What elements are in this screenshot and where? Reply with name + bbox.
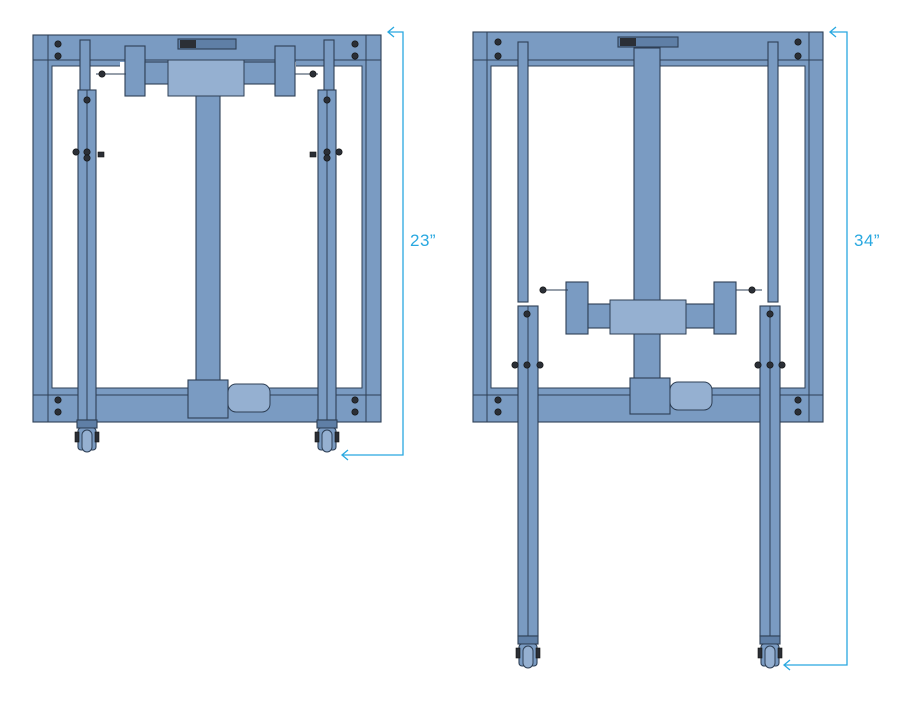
collapsed-view: 23” — [32, 26, 441, 461]
dimension-23-collapsed: 23” — [340, 26, 441, 461]
dimension-34-extended: 34” — [782, 26, 889, 671]
extended-view: 34” — [472, 26, 889, 671]
dimension-label-34: 34” — [854, 231, 880, 250]
center-column-extended — [539, 47, 762, 415]
center-column-collapsed — [120, 45, 296, 419]
dimension-label-23: 23” — [410, 231, 436, 250]
left-leg-extended — [511, 305, 544, 669]
right-leg-extended — [754, 305, 786, 669]
right-leg-collapsed — [295, 39, 343, 453]
left-leg-collapsed — [72, 39, 126, 453]
inner-rails-extended — [517, 41, 779, 303]
